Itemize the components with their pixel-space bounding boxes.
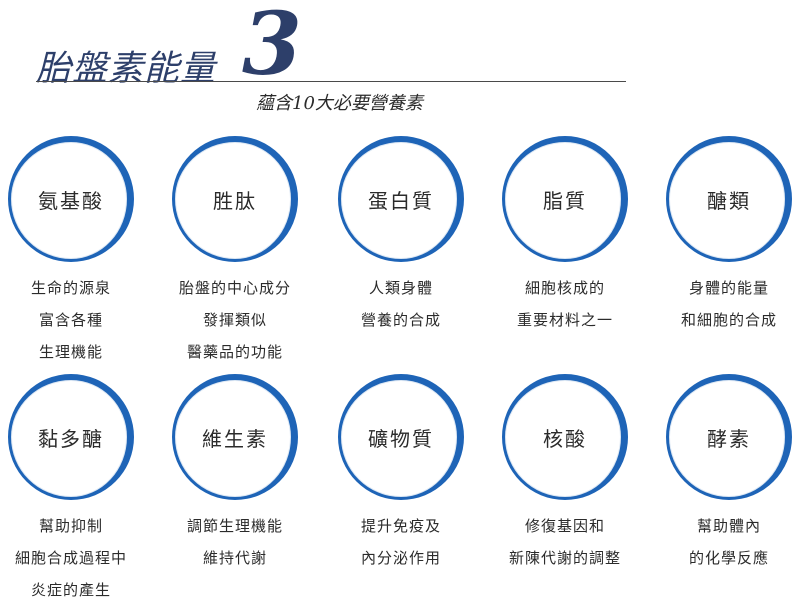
nutrient-name: 醣類 xyxy=(707,188,751,213)
nutrient-name: 胜肽 xyxy=(213,188,257,213)
description-line: 發揮類似 xyxy=(202,311,267,329)
description-line: 重要材料之一 xyxy=(516,311,613,329)
page-subtitle: 蘊含10大必要營養素 xyxy=(256,93,423,114)
description-line: 富含各種 xyxy=(38,311,103,329)
nutrient-name: 氨基酸 xyxy=(38,188,104,213)
circle-ring-icon xyxy=(502,374,628,500)
description-line: 身體的能量 xyxy=(688,279,769,297)
nutrient-name: 黏多醣 xyxy=(38,426,104,451)
nutrient-name: 脂質 xyxy=(543,188,587,213)
nutrient-name: 礦物質 xyxy=(368,426,434,451)
title-divider xyxy=(36,81,626,82)
circle-ring-icon xyxy=(172,136,298,262)
circle-ring-icon xyxy=(172,374,298,500)
circle-ring-icon xyxy=(666,136,792,262)
nutrient-description: 身體的能量 和細胞的合成 xyxy=(652,272,800,336)
nutrient-card-mucopolysaccharide: 黏多醣 幫助抑制 細胞合成過程中 炎症的產生 xyxy=(0,374,160,604)
page-title-number: 3 xyxy=(242,0,302,95)
nutrient-grid: 氨基酸 生命的源泉 富含各種 生理機能 胜肽 胎盤的中心成分 發揮類似 醫藥品的… xyxy=(0,136,800,600)
description-line: 調節生理機能 xyxy=(186,517,283,535)
description-line: 胎盤的中心成分 xyxy=(178,279,291,297)
nutrient-name: 蛋白質 xyxy=(368,188,434,213)
circle-ring-icon xyxy=(8,136,134,262)
description-line: 生理機能 xyxy=(38,343,103,361)
circle-ring-icon xyxy=(666,374,792,500)
circle-ring-icon xyxy=(338,136,464,262)
circle-ring-icon xyxy=(8,374,134,500)
nutrient-card-vitamin: 維生素 調節生理機能 維持代謝 xyxy=(164,374,324,604)
nutrient-description: 調節生理機能 維持代謝 xyxy=(158,510,312,574)
nutrient-card-peptide: 胜肽 胎盤的中心成分 發揮類似 醫藥品的功能 xyxy=(164,136,324,366)
description-line: 炎症的產生 xyxy=(30,581,111,599)
nutrient-description: 人類身體 營養的合成 xyxy=(324,272,478,336)
description-line: 修復基因和 xyxy=(524,517,605,535)
nutrient-card-protein: 蛋白質 人類身體 營養的合成 xyxy=(330,136,490,366)
nutrient-description: 提升免疫及 內分泌作用 xyxy=(324,510,478,574)
nutrient-card-lipid: 脂質 細胞核成的 重要材料之一 xyxy=(494,136,654,366)
description-line: 提升免疫及 xyxy=(360,517,441,535)
description-line: 的化學反應 xyxy=(688,549,769,567)
nutrient-card-mineral: 礦物質 提升免疫及 內分泌作用 xyxy=(330,374,490,604)
description-line: 維持代謝 xyxy=(202,549,267,567)
nutrient-description: 幫助抑制 細胞合成過程中 炎症的產生 xyxy=(0,510,148,606)
nutrient-description: 修復基因和 新陳代謝的調整 xyxy=(488,510,642,574)
nutrient-description: 胎盤的中心成分 發揮類似 醫藥品的功能 xyxy=(158,272,312,368)
nutrient-card-amino-acid: 氨基酸 生命的源泉 富含各種 生理機能 xyxy=(0,136,160,366)
description-line: 和細胞的合成 xyxy=(680,311,777,329)
nutrient-description: 細胞核成的 重要材料之一 xyxy=(488,272,642,336)
description-line: 醫藥品的功能 xyxy=(186,343,283,361)
circle-ring-icon xyxy=(338,374,464,500)
description-line: 營養的合成 xyxy=(360,311,441,329)
header: 胎盤素能量 3 蘊含10大必要營養素 xyxy=(0,0,800,120)
nutrient-description: 幫助體內 的化學反應 xyxy=(652,510,800,574)
circle-ring-icon xyxy=(502,136,628,262)
description-line: 細胞核成的 xyxy=(524,279,605,297)
description-line: 細胞合成過程中 xyxy=(14,549,127,567)
nutrient-card-enzyme: 酵素 幫助體內 的化學反應 xyxy=(658,374,800,604)
description-line: 幫助抑制 xyxy=(38,517,103,535)
description-line: 人類身體 xyxy=(368,279,433,297)
description-line: 內分泌作用 xyxy=(360,549,441,567)
nutrient-card-nucleic-acid: 核酸 修復基因和 新陳代謝的調整 xyxy=(494,374,654,604)
nutrient-name: 維生素 xyxy=(202,426,268,451)
description-line: 幫助體內 xyxy=(696,517,761,535)
nutrient-description: 生命的源泉 富含各種 生理機能 xyxy=(0,272,148,368)
description-line: 新陳代謝的調整 xyxy=(508,549,621,567)
nutrient-name: 酵素 xyxy=(707,426,751,451)
nutrient-card-carbohydrate: 醣類 身體的能量 和細胞的合成 xyxy=(658,136,800,366)
description-line: 生命的源泉 xyxy=(30,279,111,297)
page-title: 胎盤素能量 xyxy=(36,49,217,89)
nutrient-name: 核酸 xyxy=(543,426,587,451)
